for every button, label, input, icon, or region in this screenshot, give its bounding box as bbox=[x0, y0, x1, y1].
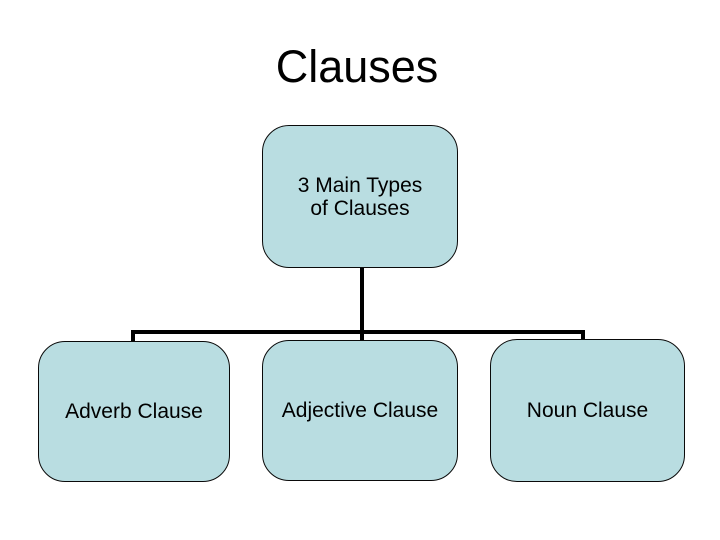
diagram-node-adjective-clause: Adjective Clause bbox=[262, 340, 458, 481]
diagram-node-noun-clause: Noun Clause bbox=[490, 339, 685, 482]
diagram-node-label: Adverb Clause bbox=[65, 400, 203, 423]
diagram-root-node: 3 Main Types of Clauses bbox=[262, 125, 458, 268]
diagram-node-label: Noun Clause bbox=[526, 399, 649, 422]
diagram-node-adverb-clause: Adverb Clause bbox=[38, 341, 230, 482]
connector-stub-left bbox=[131, 330, 135, 343]
connector-horizontal bbox=[131, 330, 585, 334]
connector-stub-right bbox=[581, 330, 585, 342]
diagram-root-label: 3 Main Types of Clauses bbox=[297, 173, 423, 220]
slide-title: Clauses bbox=[275, 41, 439, 92]
diagram-node-label: Adjective Clause bbox=[281, 399, 439, 422]
connector-vertical-main bbox=[360, 267, 364, 342]
